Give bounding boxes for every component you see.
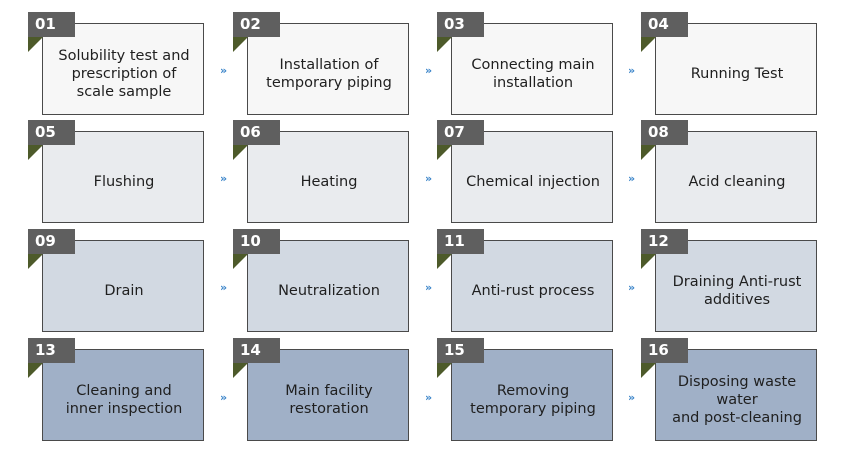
badge-fold — [641, 37, 656, 52]
step-06: 06 Heating — [233, 120, 409, 223]
badge-fold — [28, 145, 43, 160]
step-label: Chemical injection — [466, 174, 600, 190]
step-13: 13 Cleaning and inner inspection — [28, 338, 204, 441]
step-02: 02 Installation of temporary piping — [233, 12, 409, 115]
step-label: Draining Anti-rust additives — [672, 274, 802, 308]
badge-fold — [233, 254, 248, 269]
step-number-badge: 05 — [28, 120, 75, 145]
step-09: 09 Drain — [28, 229, 204, 332]
arrow-icon: » — [425, 391, 432, 404]
step-14: 14 Main facility restoration — [233, 338, 409, 441]
arrow-icon: » — [628, 64, 635, 77]
step-number-badge: 04 — [641, 12, 688, 37]
step-number-badge: 03 — [437, 12, 484, 37]
step-label: Installation of temporary piping — [266, 57, 392, 91]
arrow-icon: » — [628, 391, 635, 404]
step-label: Main facility restoration — [285, 383, 373, 417]
step-number-badge: 11 — [437, 229, 484, 254]
step-01: 01 Solubility test and prescription of s… — [28, 12, 204, 115]
badge-fold — [233, 145, 248, 160]
step-number-badge: 09 — [28, 229, 75, 254]
badge-fold — [437, 37, 452, 52]
step-number-badge: 14 — [233, 338, 280, 363]
arrow-icon: » — [220, 64, 227, 77]
badge-fold — [28, 37, 43, 52]
step-number-badge: 06 — [233, 120, 280, 145]
step-label: Removing temporary piping — [470, 383, 596, 417]
badge-fold — [641, 363, 656, 378]
arrow-icon: » — [425, 281, 432, 294]
step-number-badge: 07 — [437, 120, 484, 145]
badge-fold — [437, 145, 452, 160]
step-number-badge: 08 — [641, 120, 688, 145]
step-05: 05 Flushing — [28, 120, 204, 223]
badge-fold — [233, 37, 248, 52]
arrow-icon: » — [425, 64, 432, 77]
step-number-badge: 12 — [641, 229, 688, 254]
badge-fold — [641, 145, 656, 160]
step-label: Flushing — [93, 174, 155, 190]
step-label: Solubility test and prescription of scal… — [58, 48, 190, 100]
step-16: 16 Disposing waste water and post-cleani… — [641, 338, 817, 441]
badge-fold — [437, 254, 452, 269]
step-label: Disposing waste water and post-cleaning — [672, 374, 802, 426]
step-label: Acid cleaning — [688, 174, 786, 190]
step-07: 07 Chemical injection — [437, 120, 613, 223]
step-label: Running Test — [690, 66, 784, 82]
badge-fold — [437, 363, 452, 378]
badge-fold — [233, 363, 248, 378]
step-08: 08 Acid cleaning — [641, 120, 817, 223]
step-number-badge: 16 — [641, 338, 688, 363]
step-number-badge: 02 — [233, 12, 280, 37]
badge-fold — [28, 254, 43, 269]
step-03: 03 Connecting main installation — [437, 12, 613, 115]
step-label: Anti-rust process — [471, 283, 595, 299]
arrow-icon: » — [220, 281, 227, 294]
step-label: Neutralization — [278, 283, 380, 299]
arrow-icon: » — [628, 281, 635, 294]
arrow-icon: » — [628, 172, 635, 185]
arrow-icon: » — [425, 172, 432, 185]
badge-fold — [641, 254, 656, 269]
step-15: 15 Removing temporary piping — [437, 338, 613, 441]
arrow-icon: » — [220, 391, 227, 404]
step-number-badge: 01 — [28, 12, 75, 37]
badge-fold — [28, 363, 43, 378]
arrow-icon: » — [220, 172, 227, 185]
step-12: 12 Draining Anti-rust additives — [641, 229, 817, 332]
step-label: Heating — [300, 174, 358, 190]
step-11: 11 Anti-rust process — [437, 229, 613, 332]
step-label: Drain — [104, 283, 144, 299]
step-10: 10 Neutralization — [233, 229, 409, 332]
step-number-badge: 13 — [28, 338, 75, 363]
step-label: Cleaning and inner inspection — [65, 383, 183, 417]
step-04: 04 Running Test — [641, 12, 817, 115]
step-number-badge: 10 — [233, 229, 280, 254]
step-label: Connecting main installation — [471, 57, 595, 91]
step-number-badge: 15 — [437, 338, 484, 363]
